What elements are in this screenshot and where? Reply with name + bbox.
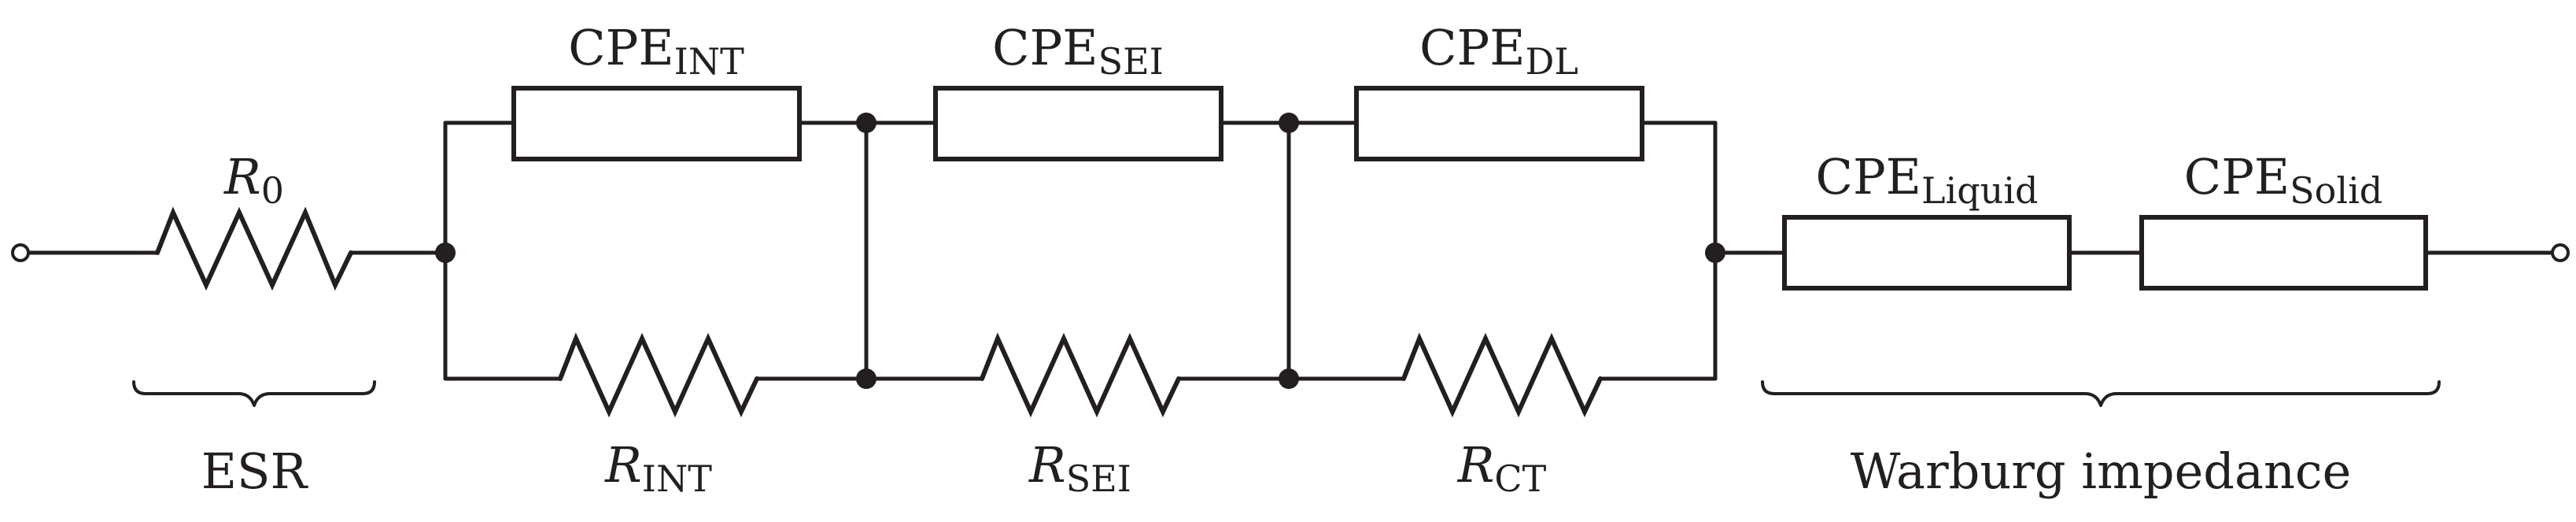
warburg-brace [1761, 380, 2441, 407]
label-r-sei-sub: SEI [1066, 457, 1131, 500]
input-terminal [11, 243, 30, 262]
junction-dot-5 [1279, 368, 1299, 389]
label-cpe-liquid: CPELiquid [1816, 148, 2039, 212]
label-warburg-group: Warburg impedance [1851, 442, 2352, 500]
label-cpe-int: CPEINT [568, 19, 744, 83]
resistor-r-int-symbol [558, 332, 759, 418]
label-r-sei-main: R [1028, 436, 1066, 494]
label-esr-group: ESR [201, 442, 309, 500]
cpe-int-box [511, 86, 802, 161]
label-r-int-sub: INT [642, 457, 712, 500]
label-cpe-dl: CPEDL [1419, 19, 1578, 83]
label-r-ct: RCT [1457, 436, 1547, 500]
label-r0-main: R [223, 148, 261, 205]
resistor-r-ct-symbol [1401, 332, 1603, 418]
label-cpe-solid: CPESolid [2184, 148, 2383, 212]
junction-dot-2 [856, 113, 877, 133]
label-cpe-int-main: CPE [568, 19, 674, 76]
label-r-int-main: R [604, 436, 642, 494]
label-cpe-sei-sub: SEI [1098, 40, 1164, 83]
label-cpe-int-sub: INT [674, 40, 744, 83]
resistor-r0-symbol [155, 206, 353, 291]
label-cpe-sei: CPESEI [992, 19, 1164, 83]
label-cpe-liquid-sub: Liquid [1921, 169, 2039, 212]
junction-dot-4 [1279, 113, 1299, 133]
resistor-r-sei-symbol [980, 332, 1181, 418]
junction-dot-3 [856, 368, 877, 389]
label-r-sei: RSEI [1028, 436, 1131, 500]
label-cpe-dl-main: CPE [1419, 19, 1525, 76]
label-cpe-solid-main: CPE [2184, 148, 2290, 205]
esr-brace [132, 380, 376, 407]
cpe-liquid-box [1782, 215, 2072, 291]
label-cpe-dl-sub: DL [1525, 40, 1578, 83]
cpe-solid-box [2139, 215, 2428, 291]
label-cpe-solid-sub: Solid [2290, 169, 2382, 212]
label-r0: R0 [223, 148, 284, 212]
cpe-dl-box [1354, 86, 1644, 161]
label-cpe-sei-main: CPE [992, 19, 1098, 76]
output-terminal [2551, 243, 2570, 262]
junction-dot-1 [435, 242, 456, 263]
junction-dot-6 [1705, 242, 1725, 263]
label-r-ct-main: R [1457, 436, 1495, 494]
label-r0-sub: 0 [261, 169, 284, 212]
label-cpe-liquid-main: CPE [1816, 148, 1921, 205]
cpe-sei-box [933, 86, 1223, 161]
label-r-ct-sub: CT [1494, 457, 1546, 500]
label-r-int: RINT [604, 436, 712, 500]
